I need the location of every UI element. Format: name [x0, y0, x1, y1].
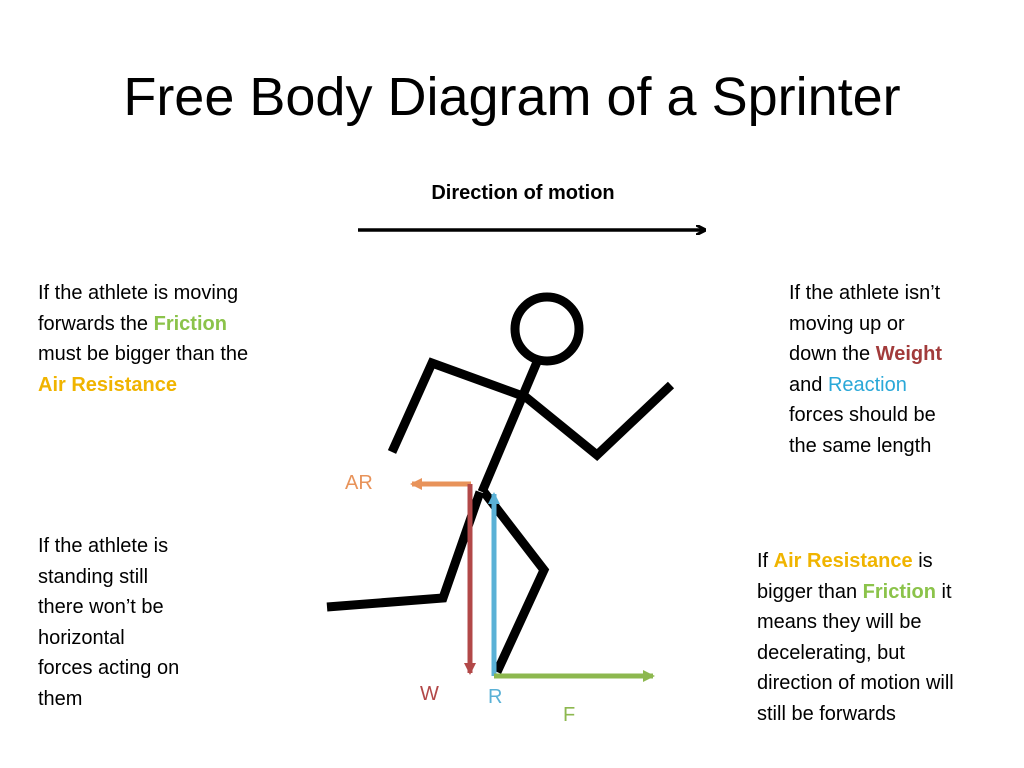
torso	[477, 360, 542, 494]
note-text: bigger than	[757, 580, 863, 603]
note-line: them	[38, 687, 83, 710]
note-line: and Reaction	[789, 370, 999, 401]
keyword-weight: Weight	[875, 343, 943, 365]
head	[510, 292, 584, 366]
back-arm	[387, 357, 522, 454]
note-line: If the athlete is	[38, 535, 169, 557]
friction-label: F	[563, 704, 576, 726]
note-line: If the athlete isn’t	[789, 282, 941, 304]
keyword-friction: Friction	[153, 312, 227, 335]
keyword-reaction: Reaction	[827, 373, 907, 396]
note-text: and	[789, 373, 828, 396]
note-line: still be forwards	[757, 702, 896, 725]
keyword-air-resistance: Air Resistance	[773, 550, 913, 572]
note-line: If Air Resistance is	[757, 546, 1017, 577]
reaction-label: R	[488, 686, 503, 708]
note-text: If	[757, 550, 774, 572]
note-line: moving up or	[789, 312, 905, 335]
air-resistance-label: AR	[345, 472, 373, 494]
note-line: standing still	[38, 565, 149, 588]
note-decelerating: If Air Resistance is bigger than Frictio…	[757, 546, 1017, 729]
note-moving-forwards: If the athlete is moving forwards the Fr…	[38, 278, 308, 400]
note-vertical-forces: If the athlete isn’t moving up or down t…	[789, 278, 999, 461]
note-line: forces should be	[789, 404, 936, 426]
note-text: forwards the	[38, 312, 154, 335]
back-leg	[326, 490, 485, 612]
keyword-friction: Friction	[862, 580, 936, 603]
note-line: means they will be	[757, 611, 922, 633]
direction-of-motion-label: Direction of motion	[431, 182, 615, 204]
weight-label: W	[420, 683, 439, 705]
note-line: forces acting on	[38, 657, 180, 679]
note-text: is	[912, 550, 933, 572]
note-line: direction of motion will	[757, 672, 954, 694]
stick-figure	[326, 292, 675, 674]
note-standing-still: If the athlete is standing still there w…	[38, 531, 228, 714]
front-leg	[480, 489, 550, 674]
note-line: bigger than Friction it	[757, 577, 1017, 608]
note-line: must be bigger than the	[38, 343, 249, 365]
note-text: down the	[789, 343, 876, 365]
note-text: it	[935, 580, 952, 603]
note-line: down the Weight	[789, 339, 999, 370]
slide-title: Free Body Diagram of a Sprinter	[123, 67, 901, 127]
note-line: decelerating, but	[757, 641, 905, 664]
note-line: forwards the Friction	[38, 309, 308, 340]
front-arm	[519, 381, 675, 461]
note-line: the same length	[789, 434, 932, 457]
note-line: If the athlete is moving	[38, 282, 239, 304]
note-line: horizontal	[38, 626, 125, 649]
note-line: there won’t be	[38, 596, 164, 618]
keyword-air-resistance: Air Resistance	[38, 373, 177, 396]
